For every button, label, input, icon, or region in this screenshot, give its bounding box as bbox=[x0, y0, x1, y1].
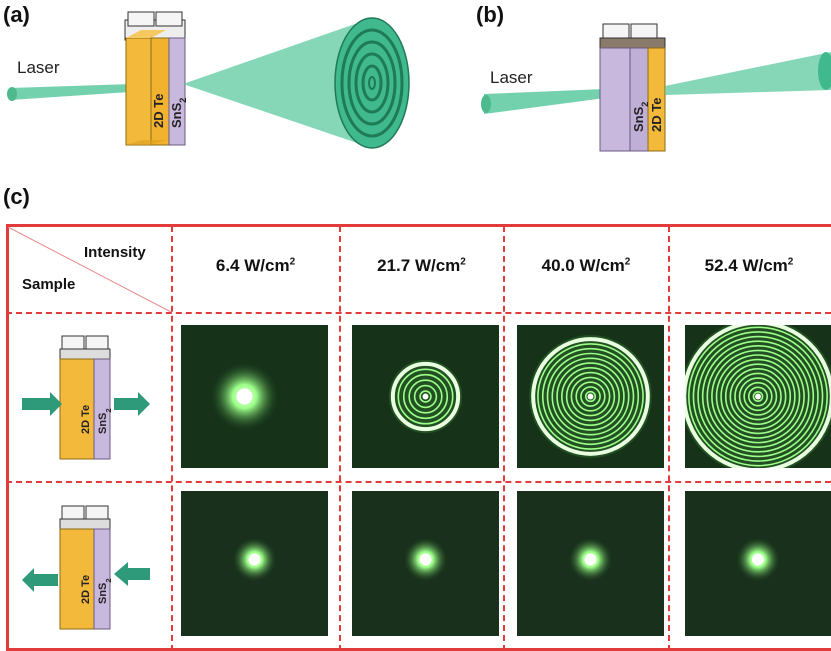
sample-icon-row2: 2D Te SnS2 bbox=[22, 505, 150, 630]
corner-sample-label: Sample bbox=[22, 276, 76, 293]
top-schematics: 2D Te SnS2 SnS2 2D Te bbox=[7, 11, 831, 152]
diffraction-ring bbox=[697, 335, 819, 458]
photo-r1-c1 bbox=[181, 325, 328, 468]
panel-c-label: (c) bbox=[3, 184, 30, 209]
grid-line-h2 bbox=[6, 481, 831, 483]
laser-label-a: Laser bbox=[17, 58, 60, 77]
diffraction-ring bbox=[390, 361, 461, 432]
ring-pattern-a bbox=[334, 17, 410, 149]
laser-spot-core bbox=[236, 388, 253, 405]
laser-spot-core bbox=[752, 553, 764, 566]
grid-line-v2 bbox=[339, 226, 341, 651]
laser-spot-core bbox=[248, 553, 261, 566]
diffraction-ring bbox=[701, 340, 815, 453]
diffraction-ring bbox=[720, 358, 796, 435]
sample-row2-layer2: SnS2 bbox=[97, 578, 113, 604]
diffraction-ring bbox=[711, 349, 805, 444]
diffraction-ring bbox=[743, 381, 773, 412]
results-table bbox=[6, 224, 831, 651]
diffraction-ring bbox=[541, 347, 640, 446]
incident-beam-b bbox=[484, 89, 605, 114]
grid-line-v3 bbox=[503, 226, 505, 651]
diffraction-ring bbox=[752, 391, 764, 402]
diffraction-ring bbox=[570, 376, 611, 417]
output-cone-a bbox=[183, 18, 372, 148]
intensity-header-1: 6.4 W/cm2 bbox=[215, 256, 296, 275]
diffraction-ring bbox=[724, 363, 792, 430]
ring-center bbox=[422, 393, 429, 400]
corner-diagonal bbox=[8, 227, 171, 312]
laser-label-b: Laser bbox=[490, 68, 533, 87]
diffraction-ring bbox=[692, 331, 824, 462]
panel-a-diagram: 2D Te SnS2 bbox=[7, 11, 410, 149]
panel-b-diagram: SnS2 2D Te bbox=[481, 23, 831, 152]
arrow-out-row1 bbox=[114, 392, 150, 416]
grid-line-v1 bbox=[171, 226, 173, 651]
diffraction-ring bbox=[537, 343, 644, 450]
photo-r2-c3 bbox=[517, 491, 664, 636]
grid-line-h1 bbox=[6, 312, 831, 314]
diffraction-ring bbox=[402, 373, 449, 420]
photo-r2-c2 bbox=[352, 491, 499, 636]
photo-r2-c4 bbox=[685, 491, 831, 636]
diffraction-ring bbox=[688, 326, 828, 467]
panel-b-label: (b) bbox=[476, 2, 505, 27]
arrow-in-row2 bbox=[114, 562, 150, 586]
arrow-in-row1 bbox=[22, 392, 62, 416]
diffraction-ring bbox=[551, 357, 630, 436]
diffraction-ring bbox=[565, 371, 616, 422]
intensity-header-3: 40.0 W/cm2 bbox=[541, 256, 631, 275]
diffraction-ring bbox=[715, 354, 801, 439]
diffraction-ring bbox=[584, 390, 597, 403]
diffraction-ring bbox=[747, 386, 769, 407]
intensity-header-4: 52.4 W/cm2 bbox=[704, 256, 794, 275]
diffraction-ring bbox=[706, 344, 810, 449]
diffraction-ring bbox=[546, 352, 635, 441]
sample-row2-layer1: 2D Te bbox=[80, 575, 92, 604]
laser-spot-core bbox=[584, 553, 597, 566]
layer-label-b1: SnS2 bbox=[631, 102, 650, 132]
diffraction-ring bbox=[419, 390, 432, 403]
diffraction-ring bbox=[397, 368, 454, 425]
sample-row1-layer2: SnS2 bbox=[97, 408, 113, 434]
sample-icon-row1: 2D Te SnS2 bbox=[22, 335, 150, 460]
photo-r1-c2 bbox=[352, 325, 499, 468]
incident-beam-a bbox=[10, 84, 130, 100]
laser-spot-core bbox=[419, 553, 432, 566]
diffraction-ring bbox=[561, 367, 620, 426]
beam-source-b bbox=[481, 95, 491, 113]
layer-label-b2: 2D Te bbox=[649, 98, 664, 132]
cuvette-a bbox=[124, 11, 186, 146]
diffraction-ring bbox=[738, 377, 778, 416]
diffraction-ring bbox=[580, 386, 601, 407]
layer-label-a2: SnS2 bbox=[169, 98, 188, 128]
panel-a-label: (a) bbox=[3, 2, 30, 27]
photo-r1-c3 bbox=[517, 325, 664, 468]
ring-center bbox=[755, 393, 761, 400]
diffraction-ring bbox=[408, 379, 443, 414]
cuvette-b bbox=[599, 23, 666, 152]
intensity-header-2: 21.7 W/cm2 bbox=[377, 256, 466, 275]
ring-center bbox=[587, 393, 594, 400]
diffraction-ring bbox=[734, 372, 782, 421]
output-beam-b bbox=[665, 52, 831, 95]
arrow-out-row2 bbox=[22, 568, 58, 592]
output-spot-b bbox=[818, 52, 831, 90]
diffraction-ring bbox=[575, 381, 606, 412]
diffraction-ring bbox=[729, 368, 787, 425]
layer-label-a1: 2D Te bbox=[151, 94, 166, 128]
photo-r1-c4 bbox=[685, 325, 831, 468]
photo-r2-c1 bbox=[181, 491, 328, 636]
diffraction-ring bbox=[413, 384, 438, 409]
diffraction-ring bbox=[556, 362, 625, 431]
beam-source-a bbox=[7, 87, 17, 101]
diffraction-ring bbox=[531, 337, 650, 456]
sample-row1-layer1: 2D Te bbox=[80, 405, 92, 434]
corner-intensity-label: Intensity bbox=[84, 244, 146, 261]
grid-line-v4 bbox=[668, 226, 670, 651]
